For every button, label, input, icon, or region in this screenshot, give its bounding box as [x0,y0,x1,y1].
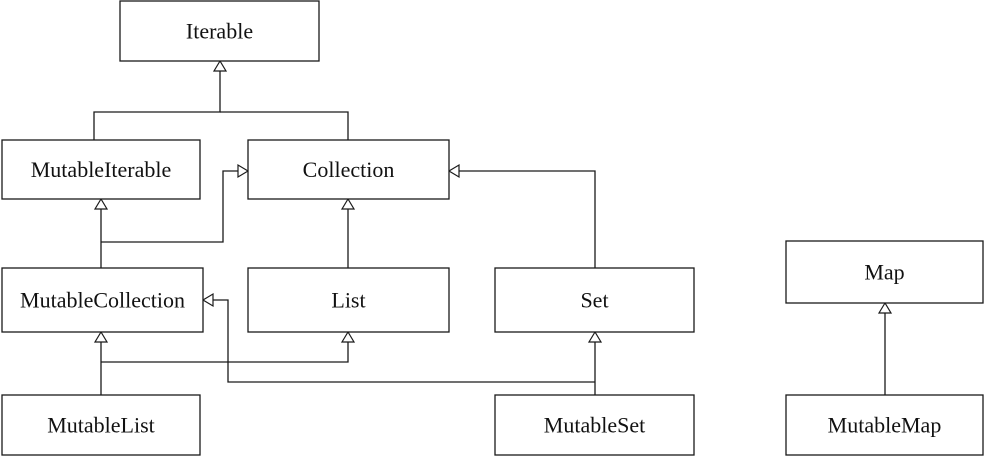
node-mutable-map-label: MutableMap [828,413,942,438]
node-list: List [247,267,450,333]
node-map-label: Map [864,260,904,285]
edge-mutablelist-to-list [101,342,349,363]
node-mutable-map: MutableMap [785,394,984,456]
arrowhead-mutableiterable [93,197,109,210]
node-mutable-iterable-label: MutableIterable [31,157,172,182]
node-mutable-list-label: MutableList [47,413,155,438]
node-mutable-collection-label: MutableCollection [20,288,185,313]
edge-collection-to-iterable [220,111,349,140]
node-map: Map [785,240,984,304]
node-mutable-iterable: MutableIterable [1,139,201,200]
arrowhead-collection-from-list [340,197,356,210]
node-collection: Collection [247,139,450,200]
node-mutable-collection: MutableCollection [1,267,204,333]
node-set-label: Set [580,288,608,313]
edge-mutableiterable-to-iterable [93,71,221,140]
node-mutable-set-label: MutableSet [544,413,645,438]
node-iterable-label: Iterable [186,19,253,44]
edge-set-to-collection [459,170,596,268]
node-list-label: List [331,288,365,313]
arrowhead-iterable [212,59,228,72]
node-set: Set [494,267,695,333]
node-collection-label: Collection [303,157,395,182]
arrowhead-mutablecollection-from-mutablelist [93,330,109,343]
arrowhead-set [587,330,603,343]
arrowhead-list [340,330,356,343]
edge-mutableset-to-mutablecollection [213,299,595,383]
node-mutable-set: MutableSet [494,394,695,456]
arrowhead-mutablecollection-from-mutableset [201,292,214,308]
arrowhead-collection-from-set [447,163,460,179]
arrowhead-map [877,301,893,314]
node-mutable-list: MutableList [1,394,201,456]
node-iterable: Iterable [119,0,320,62]
edge-mutablecollection-to-collection [101,170,238,243]
arrowhead-collection-from-mutablecollection [237,163,250,179]
